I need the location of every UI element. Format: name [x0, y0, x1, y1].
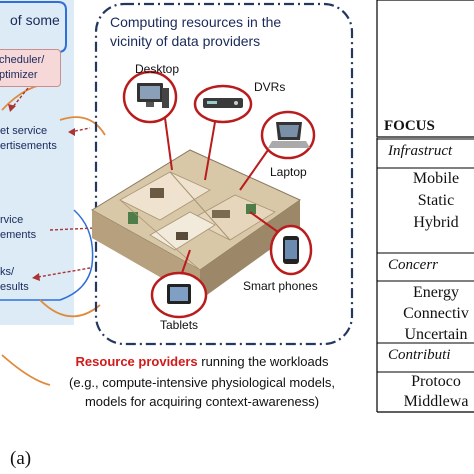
service-ads-label: et service ertisements: [0, 124, 57, 154]
infra-item-hybrid: Hybrid: [413, 214, 459, 231]
service-ads-line1: et service: [0, 125, 48, 137]
arrow-head-1: [8, 104, 16, 112]
contrib-item-protocol: Protoco: [411, 373, 461, 390]
arrow-ads-right: [69, 127, 91, 133]
title-line1: Computing resources in the: [110, 14, 282, 30]
tablets-label: Tablets: [160, 318, 199, 332]
figure-label: (a): [10, 448, 32, 469]
arrow-service-req: [49, 227, 96, 231]
arrow-tasks: [37, 267, 91, 278]
resource-providers-highlight: Resource providers: [75, 354, 198, 369]
concern-item-connectivity: Connectiv: [403, 305, 469, 322]
tasks-line2: esults: [0, 281, 29, 293]
focus-table: [376, 0, 474, 413]
smart-phones-label: Smart phones: [243, 279, 318, 293]
infra-item-static: Static: [417, 192, 455, 209]
focus-header: FOCUS: [384, 118, 435, 134]
orange-arc-bottom: [39, 299, 101, 318]
left-panel-curve: [0, 209, 94, 301]
smartphone-icon: [283, 236, 299, 264]
orange-arc-mid: [59, 116, 106, 136]
providers-example-line2: models for acquiring context-awareness): [84, 394, 320, 409]
resource-providers-rest: running the workloads: [197, 354, 329, 369]
contrib-item-middleware: Middlewa: [403, 393, 469, 410]
service-req-label: rvice ements: [0, 213, 36, 243]
laptop-label: Laptop: [270, 165, 307, 179]
category-infrastructure: Infrastruct: [388, 143, 453, 159]
arrow-head-2: [68, 128, 75, 136]
desktop-icon: [137, 83, 169, 108]
scheduler-box: cheduler/ ptimizer: [0, 49, 61, 87]
left-top-box: [0, 1, 67, 53]
service-req-line1: rvice: [0, 214, 24, 226]
service-req-line2: ements: [0, 229, 37, 241]
dvr-icon: [203, 98, 243, 108]
concern-item-energy: Energy: [413, 284, 459, 301]
resource-region-title: Computing resources in the vicinity of d…: [110, 13, 310, 51]
title-line2: vicinity of data providers: [110, 33, 261, 49]
scheduler-line1: cheduler/: [0, 54, 45, 66]
service-ads-line2: ertisements: [0, 140, 57, 152]
resource-providers-line: Resource providers running the workloads: [42, 354, 362, 369]
infra-item-mobile: Mobile: [412, 170, 460, 187]
orange-arc-left: [1, 354, 51, 386]
tasks-line1: ks/: [0, 266, 15, 278]
dvrs-label: DVRs: [254, 80, 286, 94]
scheduler-line2: ptimizer: [0, 69, 38, 81]
desktop-label: Desktop: [135, 62, 180, 76]
providers-example-line1: (e.g., compute-intensive physiological m…: [69, 375, 335, 390]
arrow-head-4: [32, 273, 40, 281]
category-concern: Concerr: [388, 257, 438, 273]
arrow-sched-to-ads: [11, 87, 29, 109]
category-contribution: Contributi: [388, 347, 451, 363]
tablet-icon: [167, 284, 191, 304]
concern-item-uncertainty: Uncertain: [404, 326, 468, 343]
tasks-label: ks/ esults: [0, 265, 29, 295]
laptop-icon: [268, 122, 310, 148]
left-top-text: of some: [10, 12, 60, 28]
resource-region-border: [94, 2, 354, 346]
